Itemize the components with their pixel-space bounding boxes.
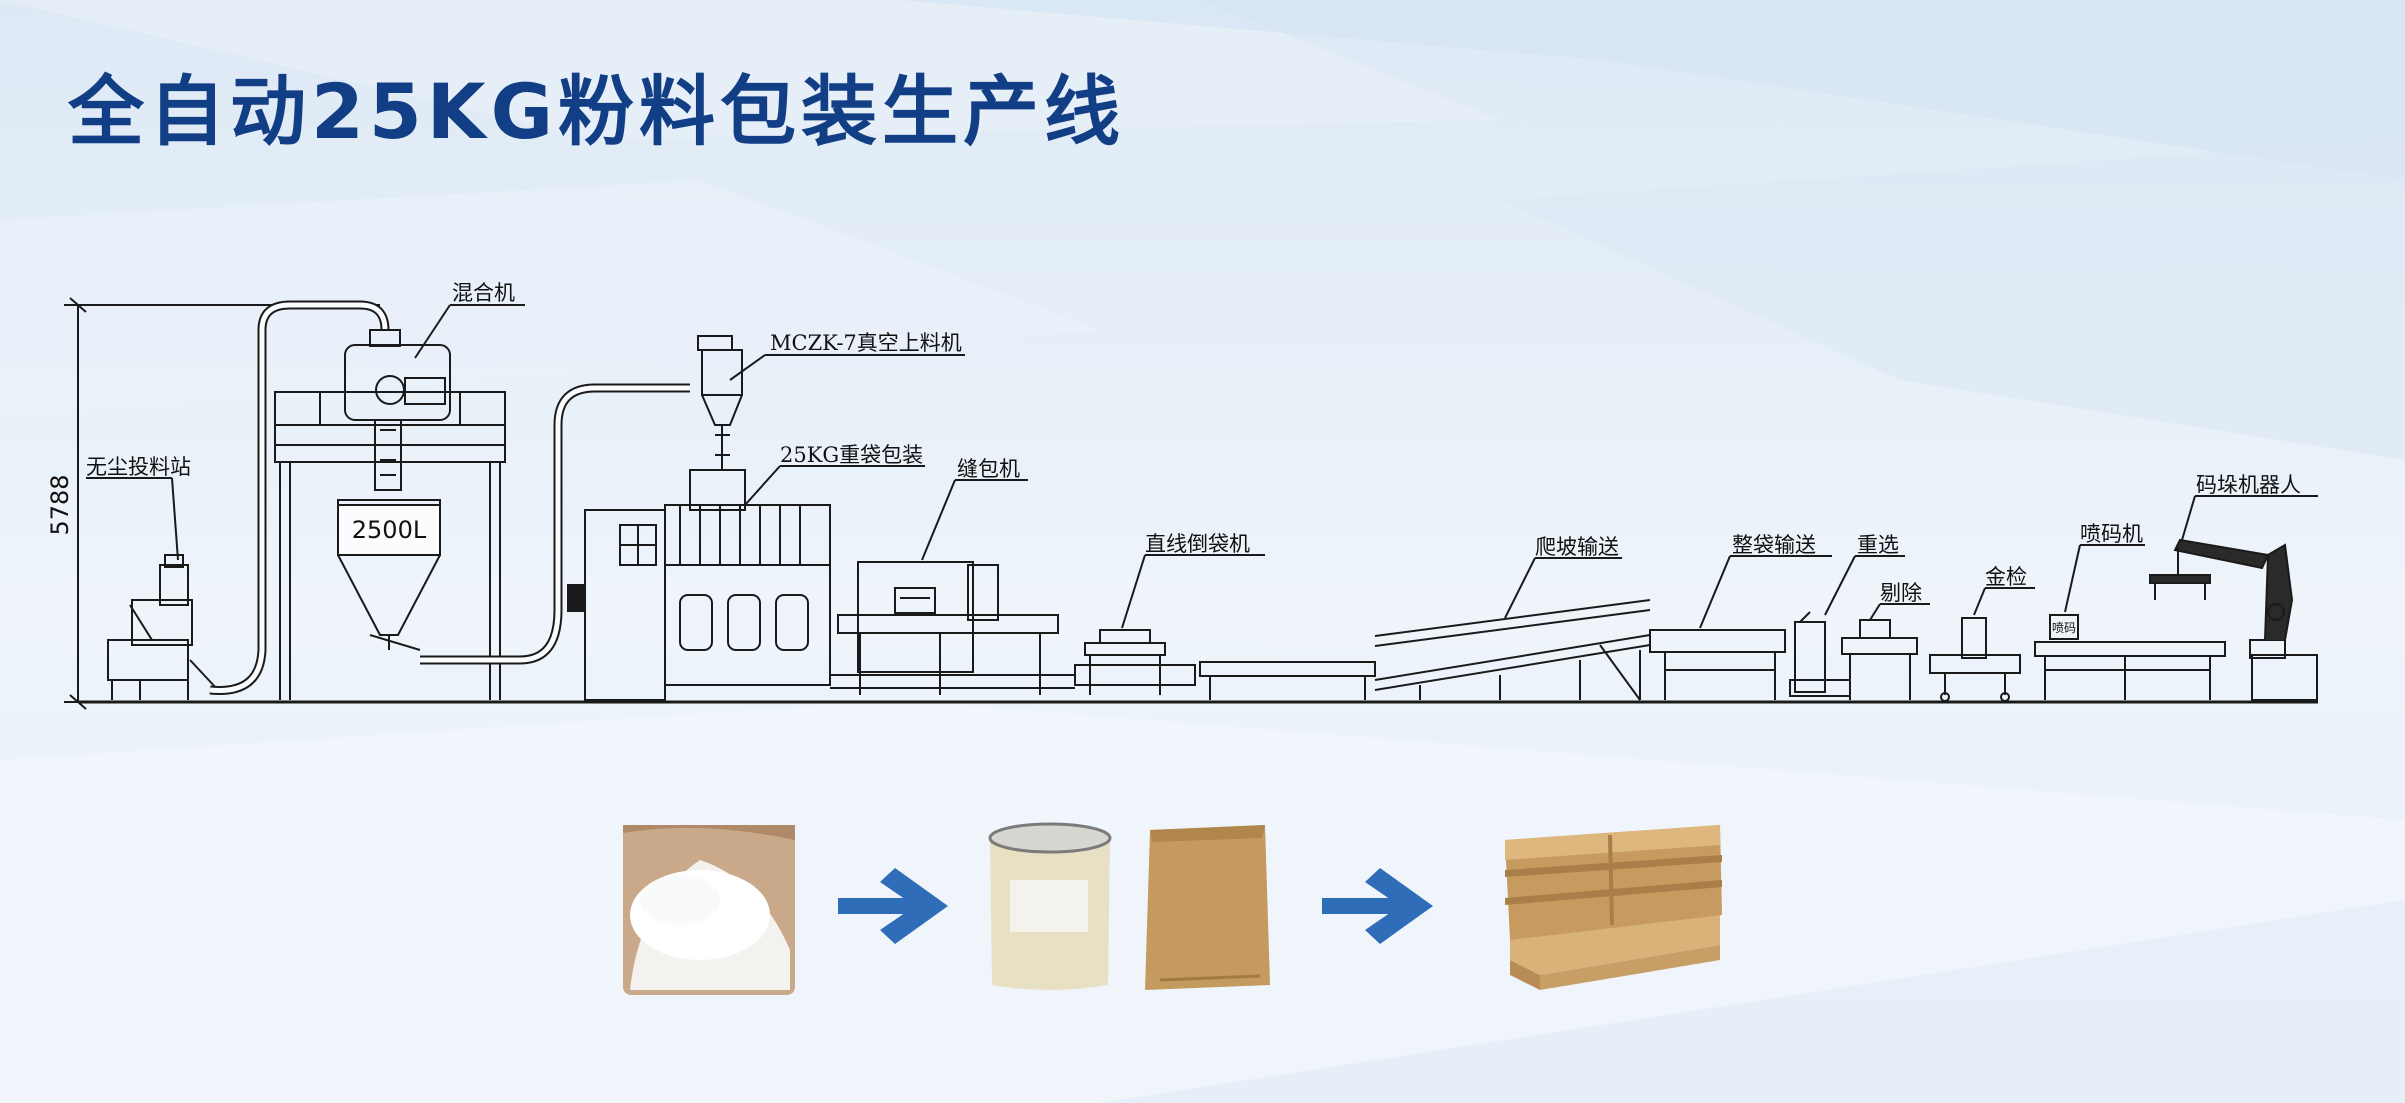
label-vacuum-loader: MCZK-7真空上料机 [770,331,962,355]
label-dust-free-feeding: 无尘投料站 [86,455,191,479]
label-sewing-machine: 缝包机 [957,457,1020,481]
palletizing-robot [2149,538,2318,701]
label-inkjet-printer: 喷码机 [2080,522,2143,546]
leader-lines [86,304,2318,629]
flow-arrow-1 [838,868,948,944]
mixer-platform [274,391,506,700]
storage-tank: 2500L [337,499,441,651]
sewing-machine [830,561,1075,695]
tank-capacity: 2500L [352,516,427,544]
heavy-bag-packing-machine [567,469,831,701]
bag-tipping-machine [1074,629,1196,695]
metal-detector [1929,617,2021,702]
height-dimension-text: 5788 [46,474,74,535]
label-metal-detector: 金检 [1985,565,2027,589]
pallet-stack-image [1505,825,1722,990]
label-heavy-bag-packer: 25KG重袋包装 [780,443,923,467]
label-bag-shaping-conveyor: 整袋输送 [1732,533,1816,557]
label-rejector: 剔除 [1880,581,1922,605]
mixer [344,329,451,491]
flat-conveyor [1199,661,1376,700]
production-line-diagram: 5788 [46,281,2318,710]
inkjet-box-text: 喷码 [2052,621,2076,635]
vacuum-loader [697,335,743,470]
inkjet-printer: 喷码 [2034,614,2226,700]
label-incline-conveyor: 爬坡输送 [1535,535,1619,559]
page-title: 全自动25KG粉料包装生产线 [68,67,1126,156]
label-bag-tipping: 直线倒袋机 [1145,532,1250,556]
height-dimension: 5788 [46,297,380,710]
flow-arrow-2 [1322,868,1433,944]
woven-bag-image [988,822,1112,990]
rejector [1841,619,1918,700]
label-check-weigher: 重选 [1857,533,1899,557]
kraft-bag-image [1145,825,1270,990]
bag-shaping-conveyor [1649,629,1786,700]
dust-free-feeding-station [107,554,219,700]
product-flow [623,822,1722,995]
label-mixer: 混合机 [452,281,515,305]
powder-image [623,825,795,995]
incline-conveyor [1374,599,1651,701]
label-palletizing-robot: 码垛机器人 [2196,473,2301,497]
conveying-pipe-1 [209,300,390,695]
